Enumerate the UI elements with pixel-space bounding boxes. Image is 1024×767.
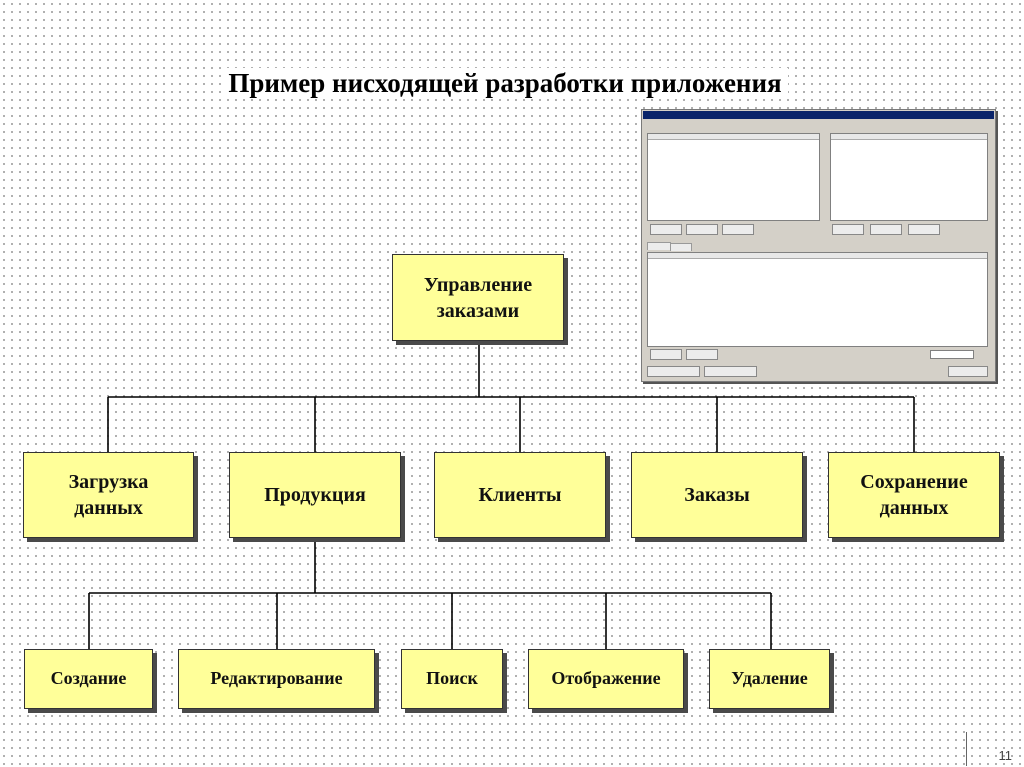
thumb-button (704, 366, 757, 377)
node-products: Продукция (229, 452, 401, 538)
thumb-tab (647, 242, 671, 250)
node-orders-label: Заказы (684, 484, 750, 506)
thumb-button (650, 349, 682, 360)
app-window-titlebar (643, 111, 994, 119)
node-create: Создание (24, 649, 153, 709)
node-root-label: Управление заказами (423, 273, 533, 322)
node-delete: Удаление (709, 649, 830, 709)
node-edit-label: Редактирование (210, 668, 343, 689)
orders-grid-pane (647, 252, 988, 347)
thumb-button (908, 224, 940, 235)
thumb-button (832, 224, 864, 235)
node-create-label: Создание (50, 668, 127, 689)
thumb-button (722, 224, 754, 235)
slide-title: Пример нисходящей разработки приложения (0, 68, 1024, 99)
node-edit: Редактирование (178, 649, 375, 709)
app-screenshot-thumbnail (641, 109, 996, 382)
node-search-label: Поиск (426, 668, 478, 689)
thumb-button (870, 224, 902, 235)
thumb-tab (670, 243, 692, 251)
node-search: Поиск (401, 649, 503, 709)
node-save-data: Сохранение данных (828, 452, 1000, 538)
node-root: Управление заказами (392, 254, 564, 341)
clients-list-pane (647, 133, 820, 221)
thumb-button (686, 224, 718, 235)
page-number-divider (966, 732, 967, 766)
node-clients-label: Клиенты (478, 484, 562, 506)
node-load-data: Загрузка данных (23, 452, 194, 538)
slide-title-text: Пример нисходящей разработки приложения (222, 68, 788, 98)
node-save-data-label: Сохранение данных (860, 471, 968, 519)
page-number: 11 (998, 748, 1013, 763)
thumb-total-field (930, 350, 974, 359)
node-display: Отображение (528, 649, 684, 709)
node-orders: Заказы (631, 452, 803, 538)
node-load-data-label: Загрузка данных (68, 471, 149, 519)
products-list-pane (830, 133, 988, 221)
node-delete-label: Удаление (731, 668, 808, 689)
thumb-button (948, 366, 988, 377)
thumb-button (686, 349, 718, 360)
node-clients: Клиенты (434, 452, 606, 538)
thumb-button (650, 224, 682, 235)
node-products-label: Продукция (264, 484, 366, 506)
thumb-button (647, 366, 700, 377)
node-display-label: Отображение (551, 668, 661, 689)
